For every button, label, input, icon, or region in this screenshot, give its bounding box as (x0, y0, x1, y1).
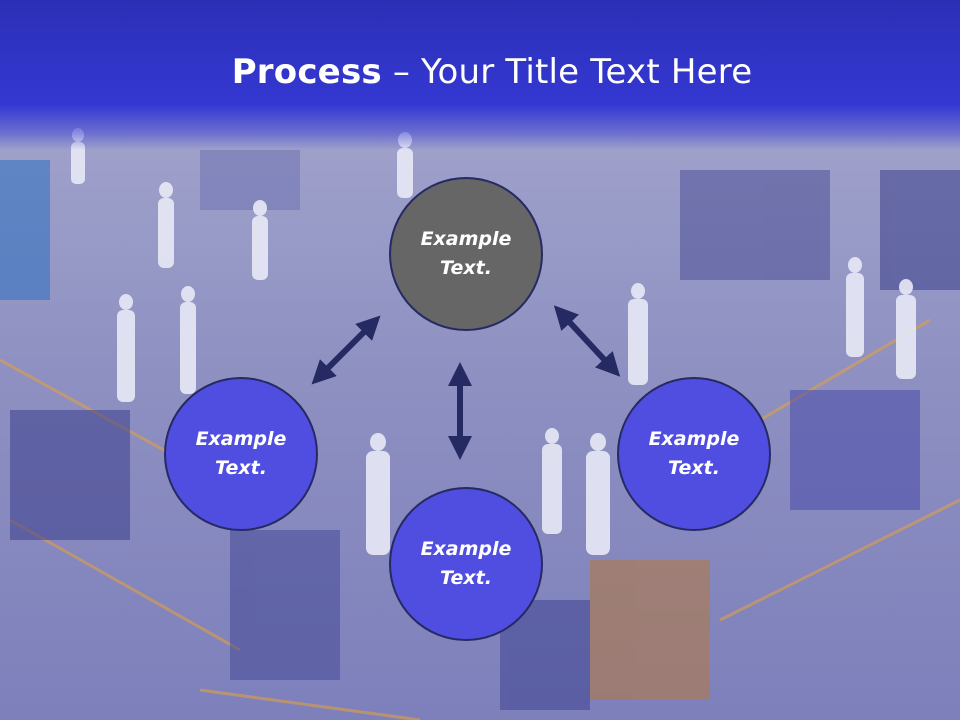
node-top-line2: Text. (440, 257, 492, 279)
title-bar (0, 0, 960, 150)
node-left-line1: Example (195, 428, 287, 450)
node-right-line1: Example (648, 428, 740, 450)
title-text-part: – Your Title Text Here (381, 52, 753, 92)
node-left-line2: Text. (215, 457, 267, 479)
node-bottom-line2: Text. (440, 567, 492, 589)
arrow-top-left (311, 315, 381, 385)
arrow-top-right (553, 305, 621, 377)
title-bold-part: Process (231, 52, 382, 92)
node-top-line1: Example (420, 228, 512, 250)
slide-title: Process – Your Title Text Here (0, 52, 960, 92)
node-right-line2: Text. (668, 457, 720, 479)
node-bottom-line1: Example (420, 538, 512, 560)
